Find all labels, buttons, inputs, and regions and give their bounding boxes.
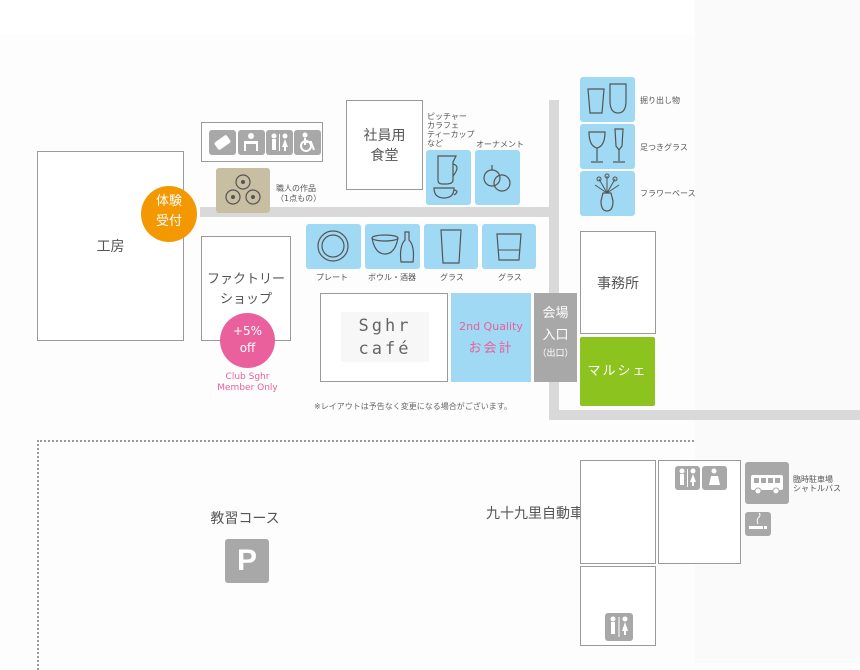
horidashi-tile — [580, 77, 635, 122]
entrance-label-2: 入口 — [542, 328, 569, 343]
taiken-label-2: 受付 — [155, 214, 182, 229]
restroom-icon-2 — [675, 466, 700, 490]
sghr-cafe-logo: Sghr café — [341, 312, 429, 362]
shain-label-1: 社員用 — [363, 128, 406, 144]
club-label: Club Sghr Member Only — [205, 372, 290, 394]
marche-label: マルシェ — [587, 364, 648, 379]
shuttle-label: 臨時駐車場 シャトルバス — [793, 475, 841, 493]
restroom-icon — [266, 130, 293, 155]
shokunin-tile — [216, 168, 270, 213]
pitcher-label-4: など — [427, 139, 443, 148]
parking-icon: P — [225, 539, 269, 583]
jimusho-area — [580, 231, 656, 334]
road-horizontal-top — [200, 207, 558, 217]
shokunin-label: 職人の作品 （1点もの） — [276, 184, 321, 204]
second-quality-label-1: 2nd Quality — [459, 320, 523, 333]
taiken-uketsuke-circle: 体験 受付 — [141, 186, 197, 242]
factory-label-2: ショップ — [219, 292, 272, 307]
second-quality-label-2: お会計 — [468, 341, 514, 356]
flower-label: フラワーベース — [640, 189, 696, 198]
shuttle-label-1: 臨時駐車場 — [793, 475, 833, 484]
jimusho-label: 事務所 — [597, 276, 639, 292]
plate-label: プレート — [316, 273, 348, 282]
club-label-1: Club Sghr — [225, 372, 270, 382]
shain-shokudo-area — [346, 100, 423, 190]
smoking-icon — [745, 512, 771, 536]
pitcher-label: ピッチャー カラフェ ティーカップ など — [427, 112, 475, 148]
road-vertical-right — [549, 100, 559, 420]
kyoshu-course-label: 教習コース — [210, 511, 280, 527]
glass-tile-1 — [424, 224, 478, 269]
taiken-label-1: 体験 — [155, 194, 182, 209]
entrance-label-3: （出口） — [537, 349, 574, 359]
bowl-label: ボウル・酒器 — [368, 273, 416, 282]
factory-shop-area — [201, 236, 291, 341]
discount-label-1: +5% — [232, 324, 263, 338]
pitcher-label-2: カラフェ — [427, 121, 459, 130]
cafe-label-2: café — [358, 339, 412, 359]
plate-tile — [306, 224, 361, 269]
glass-label-1: グラス — [440, 273, 464, 282]
road-horizontal-bottom — [549, 410, 860, 420]
ticket-icon — [209, 130, 236, 155]
wheelchair-icon — [294, 130, 321, 155]
bus-icon — [745, 462, 789, 504]
factory-label-1: ファクトリー — [206, 272, 285, 287]
factory-shop-label: ファクトリー ショップ — [201, 270, 291, 310]
shain-label-2: 食堂 — [370, 148, 399, 164]
club-label-2: Member Only — [217, 383, 278, 393]
cafe-label-1: Sghr — [358, 316, 412, 336]
bowl-tile — [365, 224, 420, 269]
ashitsuki-label: 足つきグラス — [640, 143, 688, 152]
ashitsuki-tile — [580, 124, 635, 169]
shain-shokudo-label: 社員用 食堂 — [346, 126, 423, 166]
layout-note: ※レイアウトは予告なく変更になる場合がございます。 — [314, 402, 512, 411]
nursing-room-icon — [238, 130, 265, 155]
shuttle-label-2: シャトルバス — [793, 484, 841, 493]
entrance-label-1: 会場 — [542, 306, 569, 321]
glass-tile-2 — [482, 224, 536, 269]
ornament-label: オーナメント — [476, 140, 524, 149]
driving-course-boundary — [37, 440, 694, 670]
horidashi-label: 掘り出し物 — [640, 96, 680, 105]
flower-tile — [580, 171, 635, 216]
entrance-area: 会場 入口 （出口） — [534, 293, 577, 382]
restroom-icon-3 — [605, 613, 633, 641]
glass-label-2: グラス — [498, 273, 522, 282]
pitcher-label-1: ピッチャー — [427, 112, 467, 121]
ornament-tile — [475, 150, 520, 205]
discount-circle: +5% off — [220, 313, 275, 368]
nursing-room-icon-2 — [702, 466, 727, 490]
kobo-label: 工房 — [96, 239, 125, 255]
pitcher-tile — [426, 150, 471, 205]
shokunin-label-1: 職人の作品 — [276, 184, 316, 193]
second-quality-area: 2nd Quality お会計 — [451, 293, 531, 382]
parking-letter: P — [236, 544, 257, 577]
kobo-area — [37, 151, 184, 341]
shokunin-label-2: （1点もの） — [276, 194, 322, 203]
discount-label-2: off — [239, 341, 256, 355]
building-1 — [580, 460, 656, 564]
marche-area: マルシェ — [580, 337, 655, 406]
pitcher-label-3: ティーカップ — [427, 130, 475, 139]
